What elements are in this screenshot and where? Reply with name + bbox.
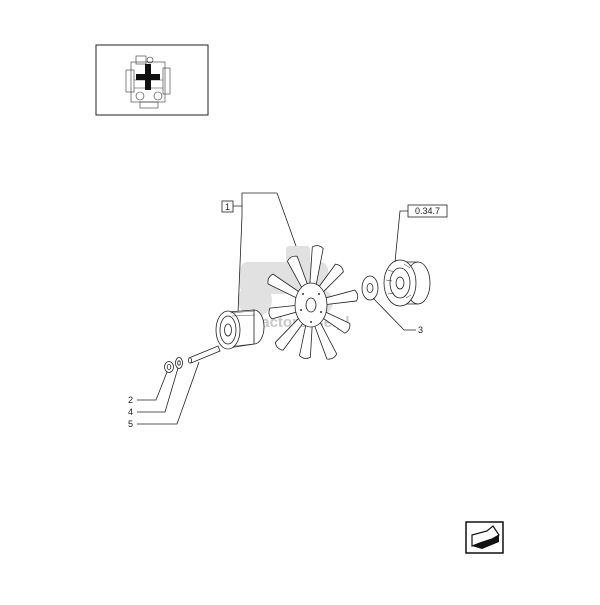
cooling-fan	[267, 245, 359, 360]
callout-4-label: 4	[128, 407, 133, 417]
callout-3-label: 3	[418, 325, 423, 335]
fan-blade	[274, 315, 306, 351]
callout-2: 2	[128, 371, 168, 405]
fan-blade	[299, 321, 313, 359]
fan-blade	[268, 304, 302, 320]
callout-4: 4	[128, 367, 179, 417]
stud-item-5	[187, 345, 221, 364]
callout-3: 3	[372, 297, 423, 335]
nut-item-2	[164, 361, 174, 373]
fan-blade	[286, 255, 310, 291]
fan-blade	[318, 309, 351, 334]
fan-blade	[267, 273, 304, 301]
callout-1-label: 1	[225, 202, 230, 212]
reference-label: 0.34.7	[415, 206, 440, 216]
next-page-arrow-icon[interactable]	[465, 521, 504, 554]
callout-5-label: 5	[128, 419, 133, 429]
fan-blade	[312, 319, 338, 360]
fan-pulley	[215, 309, 265, 350]
pump-assembly	[383, 259, 431, 307]
reference-callout[interactable]: 0.34.7	[394, 204, 448, 263]
callout-2-label: 2	[128, 395, 133, 405]
fan-blade	[309, 245, 324, 289]
callout-1: 1	[221, 192, 297, 314]
washer-item-4	[175, 357, 183, 369]
callout-5: 5	[128, 361, 200, 429]
fan-blade	[316, 263, 344, 295]
fan-blade	[320, 289, 359, 306]
washer-item-3	[361, 275, 379, 301]
engine-thumbnail-icon[interactable]	[95, 44, 209, 116]
